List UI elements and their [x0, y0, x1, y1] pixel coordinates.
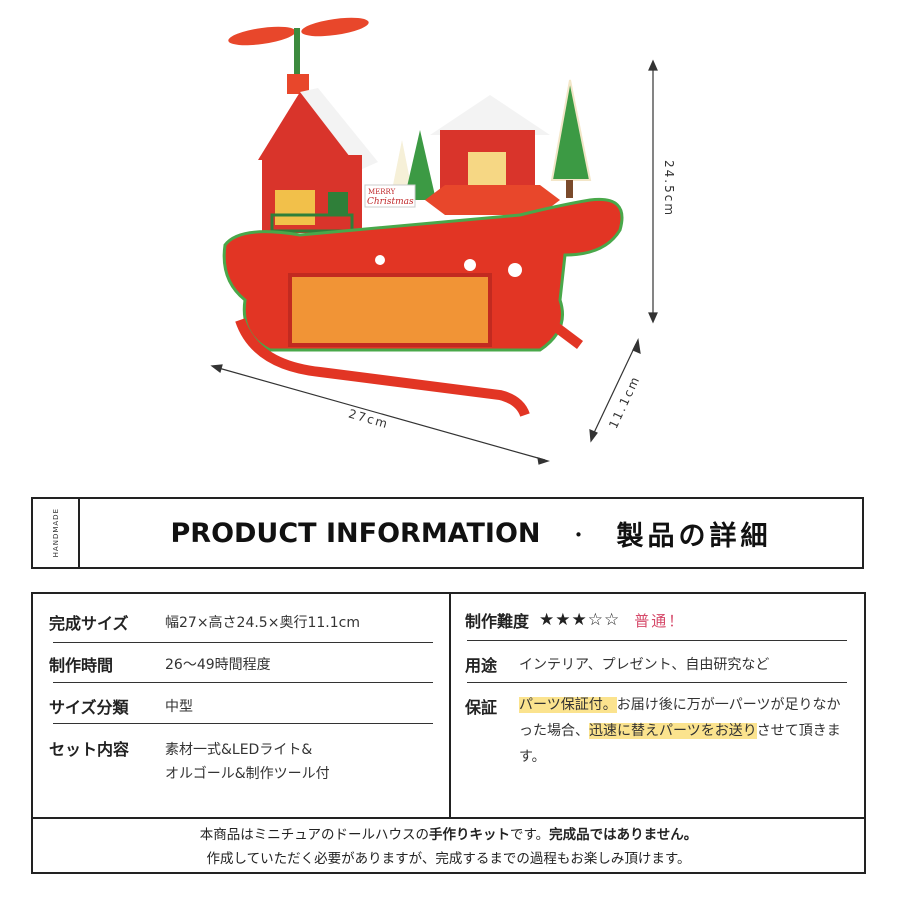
- set-contents-line2: オルゴール&制作ツール付: [165, 766, 330, 782]
- spec-label: サイズ分類: [49, 698, 129, 717]
- spec-label: 制作時間: [49, 656, 114, 675]
- divider: [53, 682, 433, 683]
- spec-row-difficulty: 制作難度 ★★★☆☆ 普通！: [465, 608, 685, 632]
- spec-label: 制作難度: [465, 612, 530, 631]
- spec-label: 保証: [465, 698, 498, 717]
- title-english: PRODUCT INFORMATION: [170, 517, 541, 549]
- notice-line-1: 本商品はミニチュアのドールハウスの手作りキットです。完成品ではありません。: [33, 823, 864, 847]
- spec-row-usage: 用途 インテリア、プレゼント、自由研究など: [465, 652, 769, 676]
- spec-value: 中型: [165, 699, 193, 715]
- notice-text: 本商品はミニチュアのドールハウスの: [199, 827, 429, 843]
- product-spec-table: 完成サイズ 幅27×高さ24.5×奥行11.1cm 制作時間 26〜49時間程度…: [31, 592, 866, 874]
- set-contents-line1: 素材一式&LEDライト&: [165, 742, 313, 758]
- divider: [467, 682, 847, 683]
- notice-bold-not-finished: 完成品ではありません。: [549, 827, 698, 843]
- spec-value: 素材一式&LEDライト& オルゴール&制作ツール付: [165, 736, 330, 786]
- highlight-quick-replacement: 迅速に替えパーツをお送り: [589, 723, 757, 739]
- product-info-header: HANDMADE PRODUCT INFORMATION ・ 製品の詳細: [31, 497, 864, 569]
- highlight-parts-warranty: パーツ保証付。: [519, 697, 617, 713]
- title-japanese: 製品の詳細: [616, 520, 772, 552]
- product-photo: MERRY Christmas 24: [210, 17, 676, 465]
- divider: [467, 640, 847, 641]
- header-title: PRODUCT INFORMATION ・ 製品の詳細: [80, 499, 862, 567]
- spec-row-warranty: 保証 パーツ保証付。お届け後に万が一パーツが足りなかった場合、迅速に替えパーツを…: [465, 692, 849, 770]
- notice-line-2: 作成していただく必要がありますが、完成するまでの過程もお楽しみ頂けます。: [206, 851, 691, 867]
- divider: [53, 723, 433, 724]
- handmade-tag-text: HANDMADE: [51, 508, 60, 558]
- spec-row-set-contents: セット内容 素材一式&LEDライト& オルゴール&制作ツール付: [49, 736, 330, 786]
- handmade-kit-notice: 本商品はミニチュアのドールハウスの手作りキットです。完成品ではありません。 作成…: [33, 817, 864, 872]
- spec-column-left: 完成サイズ 幅27×高さ24.5×奥行11.1cm 制作時間 26〜49時間程度…: [33, 594, 451, 817]
- spec-row-finished-size: 完成サイズ 幅27×高さ24.5×奥行11.1cm: [49, 610, 360, 634]
- spec-value: 26〜49時間程度: [165, 657, 271, 673]
- spec-row-production-time: 制作時間 26〜49時間程度: [49, 652, 271, 676]
- spec-column-right: 制作難度 ★★★☆☆ 普通！ 用途 インテリア、プレゼント、自由研究など 保証 …: [451, 594, 864, 817]
- spec-row-size-class: サイズ分類 中型: [49, 694, 193, 718]
- warranty-text-2: させて頂きます。: [519, 723, 841, 765]
- notice-text: です。: [509, 827, 550, 843]
- difficulty-note: 普通！: [634, 611, 686, 630]
- svg-text:Christmas: Christmas: [367, 197, 414, 207]
- christmas-sleigh-kit-illustration: MERRY Christmas: [210, 17, 658, 465]
- title-separator: ・: [568, 522, 589, 547]
- difficulty-star-rating: ★★★☆☆: [539, 610, 621, 630]
- warranty-text: パーツ保証付。お届け後に万が一パーツが足りなかった場合、迅速に替えパーツをお送り…: [519, 692, 849, 770]
- handmade-side-tag: HANDMADE: [33, 499, 80, 567]
- svg-text:MERRY: MERRY: [368, 188, 396, 196]
- warranty-text-1: お届け後に万が一パーツが足りなかった場合、: [519, 697, 841, 739]
- spec-label: セット内容: [49, 740, 130, 759]
- spec-value: インテリア、プレゼント、自由研究など: [519, 657, 770, 673]
- spec-value: 幅27×高さ24.5×奥行11.1cm: [165, 615, 360, 631]
- notice-bold-kit: 手作りキット: [428, 827, 510, 843]
- spec-label: 用途: [465, 656, 498, 675]
- spec-label: 完成サイズ: [49, 614, 129, 633]
- height-dimension-label: 24.5cm: [662, 160, 676, 218]
- divider: [53, 642, 433, 643]
